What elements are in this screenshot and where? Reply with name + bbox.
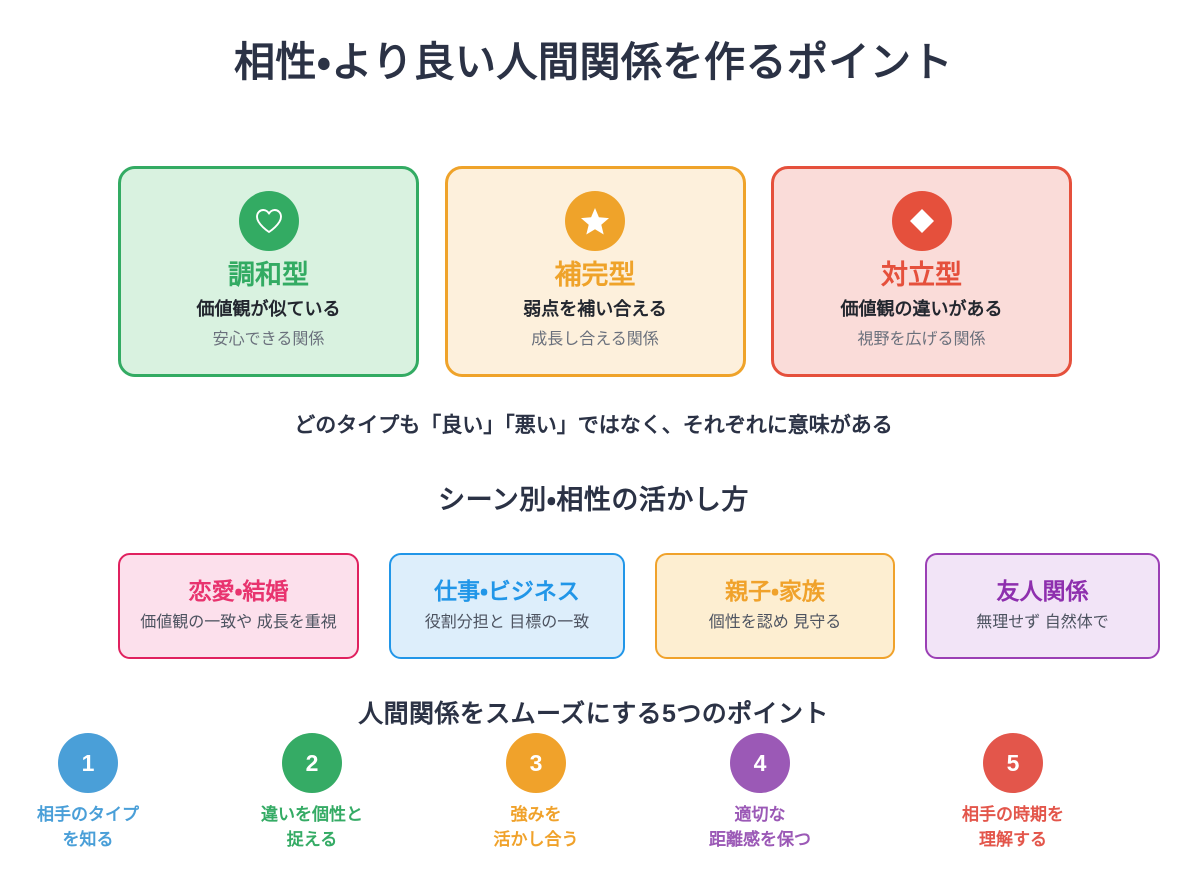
scene-card-row: 恋愛・結婚 価値観の一致や 成長を重視 仕事・ビジネス 役割分担と 目標の一致 … bbox=[118, 553, 1170, 659]
point-number-badge: 5 bbox=[983, 733, 1043, 793]
type-card-name: 調和型 bbox=[228, 260, 309, 290]
types-caption: どのタイプも「良い」「悪い」ではなく、それぞれに意味がある bbox=[294, 414, 893, 437]
scenes-section-heading: シーン別・相性の活かし方 bbox=[438, 485, 749, 515]
point-item-5: 5 相手の時期を 理解する bbox=[923, 733, 1103, 852]
point-label: 適切な 距離感を保つ bbox=[709, 805, 811, 849]
scene-card-friendship: 友人関係 無理せず 自然体で bbox=[925, 553, 1160, 659]
type-card-desc: 価値観の違いがある bbox=[840, 298, 1003, 319]
scene-card-title: 親子・家族 bbox=[725, 578, 825, 605]
point-item-1: 1 相手のタイプ を知る bbox=[0, 733, 178, 852]
point-label: 強みを 活かし合う bbox=[493, 805, 579, 849]
points-row: 1 相手のタイプ を知る 2 違いを個性と 捉える 3 強みを 活かし合う 4 … bbox=[0, 733, 1187, 883]
type-card-sub: 成長し合える関係 bbox=[531, 331, 659, 349]
scene-card-sub: 個性を認め 見守る bbox=[708, 614, 842, 631]
scene-card-sub: 無理せず 自然体で bbox=[976, 614, 1109, 631]
type-card-name: 補完型 bbox=[554, 260, 636, 290]
scene-card-family: 親子・家族 個性を認め 見守る bbox=[655, 553, 895, 659]
point-number-badge: 1 bbox=[58, 733, 118, 793]
type-card-sub: 視野を広げる関係 bbox=[857, 331, 986, 349]
point-number-badge: 4 bbox=[730, 733, 790, 793]
scene-card-title: 仕事・ビジネス bbox=[434, 578, 580, 605]
scene-card-romance: 恋愛・結婚 価値観の一致や 成長を重視 bbox=[118, 553, 359, 659]
type-card-name: 対立型 bbox=[881, 260, 962, 290]
type-card-complementary: 補完型 弱点を補い合える 成長し合える関係 bbox=[444, 166, 746, 377]
point-item-4: 4 適切な 距離感を保つ bbox=[670, 733, 850, 852]
type-card-desc: 弱点を補い合える bbox=[523, 298, 667, 319]
scene-card-business: 仕事・ビジネス 役割分担と 目標の一致 bbox=[389, 553, 625, 659]
type-card-sub: 安心できる関係 bbox=[212, 331, 325, 349]
heart-outline-icon bbox=[238, 191, 299, 251]
diamond-icon bbox=[891, 191, 952, 251]
point-item-2: 2 違いを個性と 捉える bbox=[222, 733, 402, 852]
type-card-desc: 価値観が似ている bbox=[196, 298, 341, 319]
scene-card-sub: 役割分担と 目標の一致 bbox=[424, 614, 590, 631]
point-label: 違いを個性と 捉える bbox=[261, 805, 363, 849]
type-card-opposing: 対立型 価値観の違いがある 視野を広げる関係 bbox=[771, 166, 1072, 377]
point-number-badge: 3 bbox=[506, 733, 566, 793]
page-title: 相性・より良い人間関係を作るポイント bbox=[233, 39, 954, 85]
point-label: 相手の時期を 理解する bbox=[962, 805, 1064, 849]
scene-card-title: 恋愛・結婚 bbox=[188, 578, 289, 605]
star-icon bbox=[565, 191, 625, 251]
type-card-harmony: 調和型 価値観が似ている 安心できる関係 bbox=[118, 166, 419, 377]
compatibility-type-card-row: 調和型 価値観が似ている 安心できる関係 補完型 弱点を補い合える 成長し合える… bbox=[118, 166, 1072, 377]
point-number-badge: 2 bbox=[282, 733, 342, 793]
scene-card-sub: 価値観の一致や 成長を重視 bbox=[140, 614, 337, 631]
scene-card-title: 友人関係 bbox=[996, 578, 1089, 605]
point-label: 相手のタイプ を知る bbox=[37, 805, 139, 849]
point-item-3: 3 強みを 活かし合う bbox=[446, 733, 626, 852]
points-section-heading: 人間関係をスムーズにする5つのポイント bbox=[358, 700, 829, 728]
